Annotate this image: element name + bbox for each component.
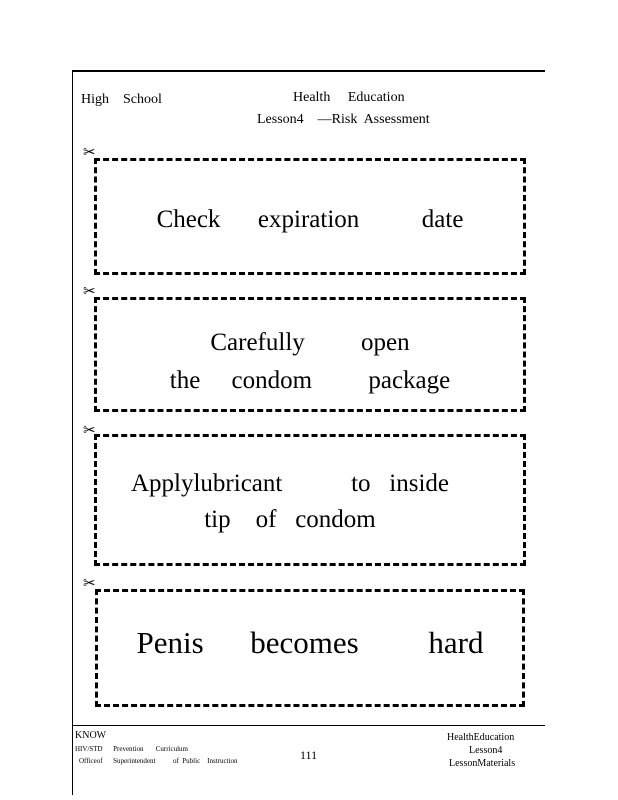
scissors-icon: ✂: [83, 145, 96, 161]
footer-know: KNOW: [75, 730, 107, 741]
scissors-icon: ✂: [83, 284, 96, 300]
card-2-line-1: Carefully open: [210, 329, 410, 356]
header-school-level: High School: [81, 92, 162, 107]
footer-office: Officeof Superintendent of Public Instru…: [79, 757, 238, 765]
cut-out-card-1: Check expiration date: [94, 158, 526, 275]
page-number: 111: [300, 748, 318, 762]
top-rule: [72, 70, 545, 72]
card-1-line-1: Check expiration date: [156, 206, 464, 233]
header-subtitle: Lesson4 —Risk Assessment: [257, 112, 430, 127]
footer-curriculum: HIV/STD Prevention Curriculum: [75, 745, 188, 753]
cut-out-card-4: Penis becomes hard: [95, 589, 525, 707]
cut-out-card-3: Applylubricant to inside tip of condom: [94, 434, 526, 566]
cut-out-card-2: Carefully open the condom package: [94, 297, 526, 412]
footer-subject: HealthEducation: [447, 732, 515, 743]
footer-lesson: Lesson4: [469, 745, 503, 756]
scissors-icon: ✂: [83, 576, 96, 592]
card-4-line-1: Penis becomes hard: [136, 625, 484, 660]
card-3-line-1: Applylubricant to inside: [130, 470, 450, 497]
header-title: Health Education: [293, 90, 405, 105]
left-rule: [72, 70, 73, 795]
scissors-icon: ✂: [83, 423, 96, 439]
card-3-line-2: tip of condom: [204, 506, 376, 533]
footer-rule: [72, 725, 545, 726]
card-2-line-2: the condom package: [169, 367, 451, 394]
footer-materials: LessonMaterials: [449, 758, 516, 769]
